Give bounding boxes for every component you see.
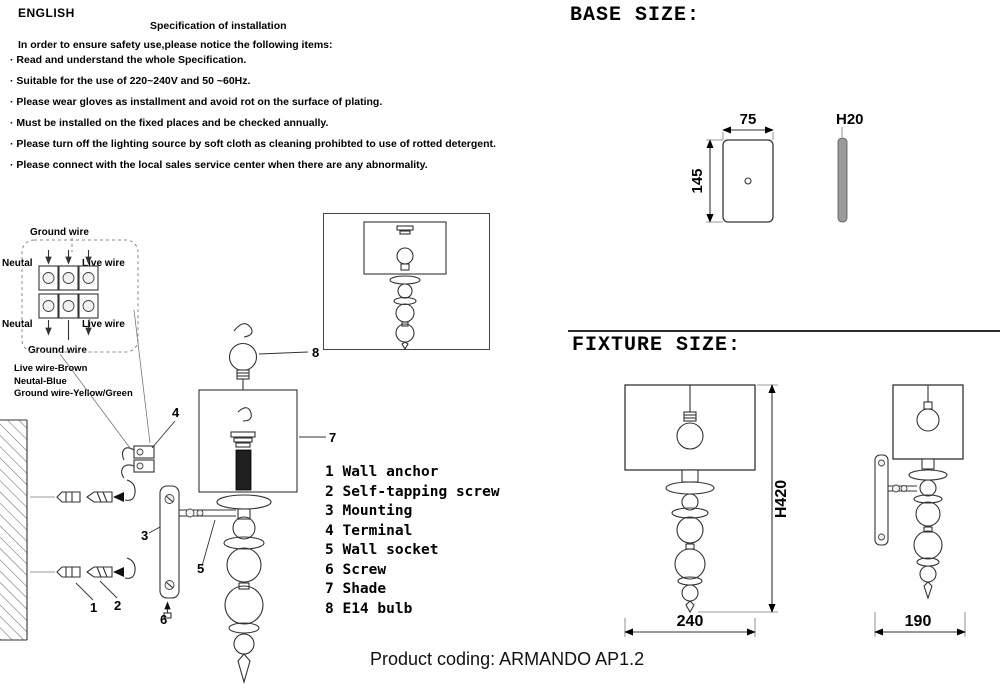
base-size-drawing: 75 145 H20	[689, 111, 864, 223]
fixture-side	[874, 384, 964, 600]
installation-drawing: 1 2 3 4 5 6 7 8	[0, 309, 336, 685]
spec-item: · Please turn off the lighting source by…	[10, 138, 496, 150]
wiring-legend-ground: Ground wire-Yellow/Green	[14, 388, 133, 399]
parts-list: 1 Wall anchor 2 Self-tapping screw 3 Mou…	[325, 463, 500, 619]
fixture-size-heading: FIXTURE SIZE:	[572, 334, 742, 357]
spec-items: · Read and understand the whole Specific…	[10, 50, 496, 176]
lamp-assembly	[179, 323, 298, 685]
base-depth-dim: H20	[836, 111, 864, 128]
parts-item-2: 2 Self-tapping screw	[325, 483, 500, 500]
parts-item-5: 5 Wall socket	[325, 542, 439, 558]
spec-title: Specification of installation	[150, 20, 287, 32]
parts-item-1: 1 Wall anchor	[325, 464, 439, 480]
wire-hook-bottom	[124, 557, 136, 579]
wiring-legend-neutral: Neutal-Blue	[14, 375, 67, 387]
callout-8: 8	[312, 345, 319, 360]
callout-3: 3	[141, 528, 148, 543]
wiring-label-neutral-bottom: Neutal	[2, 319, 33, 330]
finished-lamp-drawing	[363, 221, 447, 351]
wire-hook-top	[124, 479, 136, 501]
fixture-side-drawing: 190	[874, 384, 966, 637]
callout-1: 1	[90, 600, 97, 615]
section-divider	[568, 330, 1000, 332]
fixture-front	[624, 384, 756, 614]
parts-item-7: 7 Shade	[325, 581, 387, 597]
wiring-label-ground-top: Ground wire	[30, 227, 89, 238]
wiring-label-ground-bottom: Ground wire	[28, 345, 87, 356]
base-size-heading: BASE SIZE:	[570, 4, 701, 27]
callout-7: 7	[329, 430, 336, 445]
parts-item-3: 3 Mounting	[325, 503, 413, 519]
wall-hatch	[0, 419, 28, 641]
fixture-front-drawing: H420 240	[624, 384, 790, 637]
wall-anchor-top	[30, 491, 124, 503]
fixture-height-dim: H420	[773, 480, 790, 518]
spec-item: · Please connect with the local sales se…	[10, 159, 428, 171]
callout-6: 6	[160, 612, 167, 627]
wiring-legend-live: Live wire-Brown	[14, 363, 88, 374]
wiring-label-live-bottom: Live wire	[82, 319, 125, 330]
callout-2: 2	[114, 598, 121, 613]
wall-anchor-bottom	[30, 566, 124, 578]
base-width-dim: 75	[740, 111, 757, 128]
product-coding: Product coding: ARMANDO AP1.2	[370, 649, 645, 669]
spec-intro: In order to ensure safety use,please not…	[18, 39, 333, 51]
spec-item: · Suitable for the use of 220~240V and 5…	[10, 75, 251, 87]
parts-item-8: 8 E14 bulb	[325, 600, 413, 617]
callout-4: 4	[172, 405, 180, 420]
spec-item: · Must be installed on the fixed places …	[10, 117, 329, 129]
callout-5: 5	[197, 561, 204, 576]
finished-lamp-inset	[323, 213, 490, 351]
spec-item: · Please wear gloves as installment and …	[10, 96, 383, 108]
terminal-block	[21, 238, 139, 353]
screw-part	[163, 601, 172, 619]
base-height-dim: 145	[689, 168, 706, 193]
spec-item: · Read and understand the whole Specific…	[10, 54, 247, 66]
fixture-side-depth-dim: 190	[905, 613, 932, 630]
language-label: ENGLISH	[18, 6, 75, 20]
mini-lamp	[363, 221, 447, 351]
parts-item-6: 6 Screw	[325, 561, 387, 578]
wiring-label-live-top: Live wire	[82, 258, 125, 269]
mounting-plate	[159, 485, 180, 599]
base-side-profile	[837, 137, 848, 223]
terminal-block-drawing	[21, 238, 139, 353]
fixture-front-width-dim: 240	[677, 613, 704, 630]
wiring-label-neutral-top: Neutal	[2, 258, 33, 269]
wiring-legend: Live wire-Brown Neutal-Blue Ground wire-…	[14, 363, 133, 401]
terminal-part	[121, 445, 155, 479]
parts-item-4: 4 Terminal	[325, 522, 413, 539]
